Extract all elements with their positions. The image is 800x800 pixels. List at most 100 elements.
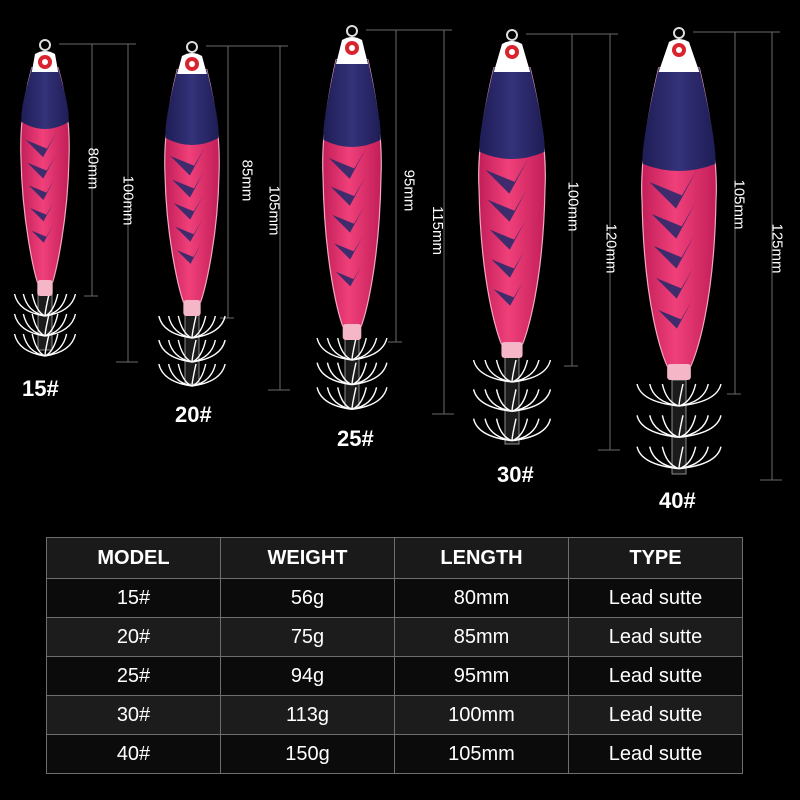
lure-stripe — [30, 202, 54, 222]
table-row: 25# 94g 95mm Lead sutte — [46, 656, 743, 696]
skirt-spikes — [13, 313, 77, 337]
dim-body-30: 100mm — [564, 181, 582, 232]
lure-stripe — [491, 251, 525, 278]
lure-stripe — [485, 159, 528, 194]
dim-total-25: 115mm — [428, 206, 446, 255]
cell-weight: 56g — [220, 578, 395, 618]
size-label-30: 30# — [497, 462, 534, 487]
lure-stripe — [170, 147, 205, 176]
lure-stripe — [332, 207, 364, 233]
skirt-spikes — [316, 362, 388, 386]
size-label-15: 15# — [22, 376, 59, 401]
skirt-core — [504, 355, 520, 445]
cell-length: 80mm — [394, 578, 569, 618]
skirt-spikes — [316, 387, 388, 411]
skirt-spikes — [636, 446, 722, 470]
cell-model: 15# — [46, 578, 221, 618]
lure-navy-band — [165, 70, 219, 145]
dim-body-15: 80mm — [84, 147, 102, 190]
ring-icon — [346, 25, 358, 37]
lure-stripe — [25, 132, 57, 158]
skirt-core — [344, 333, 360, 409]
cell-length: 85mm — [394, 617, 569, 657]
skirt-spikes — [158, 315, 226, 339]
lure-stripe — [493, 281, 524, 306]
table-row: 20# 75g 85mm Lead sutte — [46, 617, 743, 657]
lure-stripe — [175, 219, 203, 242]
lure-stripe — [489, 220, 526, 250]
cell-type: Lead sutte — [568, 734, 743, 774]
cell-type: Lead sutte — [568, 656, 743, 696]
lure-navy-band — [642, 68, 716, 171]
ring-icon — [673, 27, 685, 39]
header-weight: WEIGHT — [220, 537, 395, 579]
skirt-spikes — [316, 337, 388, 361]
skirt-spikes — [636, 383, 722, 407]
skirt-spikes — [636, 415, 722, 439]
dim-total-40: 125mm — [768, 223, 786, 274]
cell-model: 20# — [46, 617, 221, 657]
cell-weight: 113g — [220, 695, 395, 735]
lure-stripe — [335, 265, 362, 287]
lure-stripe — [28, 178, 55, 201]
size-label-25: 25# — [337, 426, 374, 451]
lure-stripe — [31, 225, 54, 243]
cell-model: 30# — [46, 695, 221, 735]
skirt-spikes — [158, 363, 226, 387]
skirt-core — [184, 311, 200, 385]
header-type: TYPE — [568, 537, 743, 579]
eye-pupil — [509, 49, 515, 55]
skirt-core — [671, 379, 687, 475]
table-row: 30# 113g 100mm Lead sutte — [46, 695, 743, 735]
skirt-spikes — [158, 339, 226, 363]
lure-navy-band — [323, 60, 381, 147]
table-row: 15# 56g 80mm Lead sutte — [46, 578, 743, 618]
lure-stripe — [173, 195, 204, 220]
lure-tail-collar — [183, 300, 201, 316]
lure-stripe — [330, 177, 365, 206]
size-label-40: 40# — [659, 488, 696, 513]
cell-weight: 75g — [220, 617, 395, 657]
lure-stripe — [656, 268, 693, 299]
cell-type: Lead sutte — [568, 617, 743, 657]
eye-pupil — [676, 47, 682, 53]
skirt-spikes — [472, 389, 552, 413]
ring-icon — [39, 39, 51, 51]
lure-stripe — [487, 190, 527, 222]
skirt-spikes — [472, 418, 552, 442]
lure-stripe — [651, 203, 696, 239]
lure-stripe — [328, 148, 366, 179]
table-row: 40# 150g 105mm Lead sutte — [46, 734, 743, 774]
cell-length: 95mm — [394, 656, 569, 696]
lure-stripe — [658, 301, 692, 329]
skirt-core — [37, 289, 53, 351]
dim-body-40: 105mm — [730, 179, 748, 230]
lure-stripe — [176, 244, 202, 264]
ring-icon — [186, 41, 198, 53]
cell-weight: 150g — [220, 734, 395, 774]
skirt-spikes — [472, 359, 552, 383]
lure-navy-band — [21, 68, 69, 129]
dim-body-25: 95mm — [400, 169, 418, 212]
cell-length: 105mm — [394, 734, 569, 774]
cell-model: 25# — [46, 656, 221, 696]
eye-pupil — [42, 59, 48, 65]
header-length: LENGTH — [394, 537, 569, 579]
cell-type: Lead sutte — [568, 578, 743, 618]
cell-type: Lead sutte — [568, 695, 743, 735]
lure-navy-band — [479, 68, 545, 159]
lure-stripe — [172, 171, 204, 198]
lure-stripe — [653, 235, 695, 269]
lure-stripe — [334, 236, 363, 260]
lure-stripe — [649, 170, 697, 209]
lure-tail-collar — [501, 342, 523, 358]
size-label-20: 20# — [175, 402, 212, 427]
cell-length: 100mm — [394, 695, 569, 735]
lure-stripe — [27, 155, 56, 179]
ring-icon — [506, 29, 518, 41]
cell-weight: 94g — [220, 656, 395, 696]
lure-tail-collar — [342, 324, 362, 340]
dim-total-15: 100mm — [119, 175, 137, 226]
header-model: MODEL — [46, 537, 221, 579]
